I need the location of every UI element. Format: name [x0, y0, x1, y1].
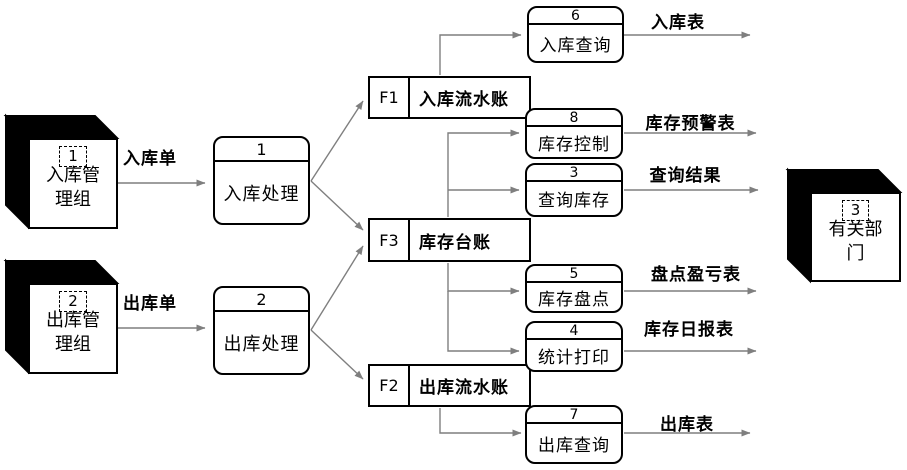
flow-label-inventory-warning-table: 库存预警表 [645, 114, 736, 134]
process-name: 查询库存 [538, 191, 610, 211]
entity-number: 3 [841, 200, 870, 221]
process-inbound-handling: 1 入库处理 [213, 136, 310, 225]
data-store-inventory-ledger: F3 库存台账 [368, 218, 531, 262]
store-id: F3 [370, 220, 410, 260]
process-name: 入库查询 [539, 35, 612, 56]
external-entity-outbound-group: 2 出库管理组 [28, 283, 118, 374]
flow-label-inbound-order: 入库单 [123, 149, 177, 169]
process-name: 统计打印 [538, 347, 610, 368]
external-entity-related-departments: 3 有关部门 [810, 192, 901, 282]
flow-label-inventory-daily-report: 库存日报表 [644, 320, 734, 340]
flow-label-outbound-order: 出库单 [123, 294, 177, 314]
flow-p2-to-f3 [310, 245, 364, 331]
external-entity-inbound-group: 1 入库管理组 [28, 138, 118, 229]
entity-name: 出库管理组 [46, 310, 100, 355]
process-inventory-control: 8 库存控制 [525, 108, 623, 159]
store-id: F1 [370, 78, 410, 117]
process-statistics-print: 4 统计打印 [525, 321, 623, 372]
store-name: 出库流水账 [419, 378, 509, 398]
flow-f3-to-p8 [447, 129, 520, 217]
flow-label-outbound-table: 出库表 [660, 415, 714, 435]
process-query-inventory: 3 查询库存 [525, 163, 623, 217]
process-name: 库存控制 [538, 134, 610, 155]
entity-name: 有关部门 [828, 219, 883, 264]
flow-p1-to-f3 [310, 180, 364, 231]
store-name: 入库流水账 [419, 90, 509, 110]
data-store-inbound-ledger: F1 入库流水账 [368, 76, 531, 119]
flow-f2-to-p7 [439, 408, 522, 437]
flow-label-query-result: 查询结果 [649, 166, 722, 186]
flow-p2-to-f2 [310, 329, 364, 380]
process-inbound-query: 6 入库查询 [527, 6, 624, 63]
flow-label-inbound-table: 入库表 [651, 13, 705, 33]
flow-f3-to-p5 [447, 263, 520, 295]
process-number: 8 [527, 110, 621, 127]
store-name: 库存台账 [419, 232, 491, 253]
process-name: 出库查询 [538, 435, 610, 456]
data-store-outbound-ledger: F2 出库流水账 [368, 364, 531, 407]
store-id: F2 [370, 366, 410, 405]
process-number: 6 [529, 8, 622, 25]
process-name: 入库处理 [223, 183, 300, 205]
process-outbound-query: 7 出库查询 [525, 405, 623, 464]
process-name: 出库处理 [223, 333, 300, 355]
flow-label-count-profit-loss-table: 盘点盈亏表 [651, 265, 741, 285]
process-inventory-count: 5 库存盘点 [525, 264, 623, 313]
process-number: 1 [215, 138, 308, 162]
flow-f3-to-p4 [447, 291, 520, 355]
process-name: 库存盘点 [538, 289, 610, 310]
entity-number: 1 [59, 146, 87, 167]
flow-f1-to-p6 [439, 31, 522, 75]
entity-name: 入库管理组 [46, 165, 100, 210]
process-number: 4 [527, 323, 621, 340]
process-number: 7 [527, 407, 621, 424]
entity-number: 2 [59, 291, 87, 312]
process-number: 3 [527, 165, 621, 182]
process-number: 5 [527, 266, 621, 283]
process-number: 2 [215, 288, 308, 312]
flow-p1-to-f1 [310, 100, 364, 182]
process-outbound-handling: 2 出库处理 [213, 286, 310, 375]
